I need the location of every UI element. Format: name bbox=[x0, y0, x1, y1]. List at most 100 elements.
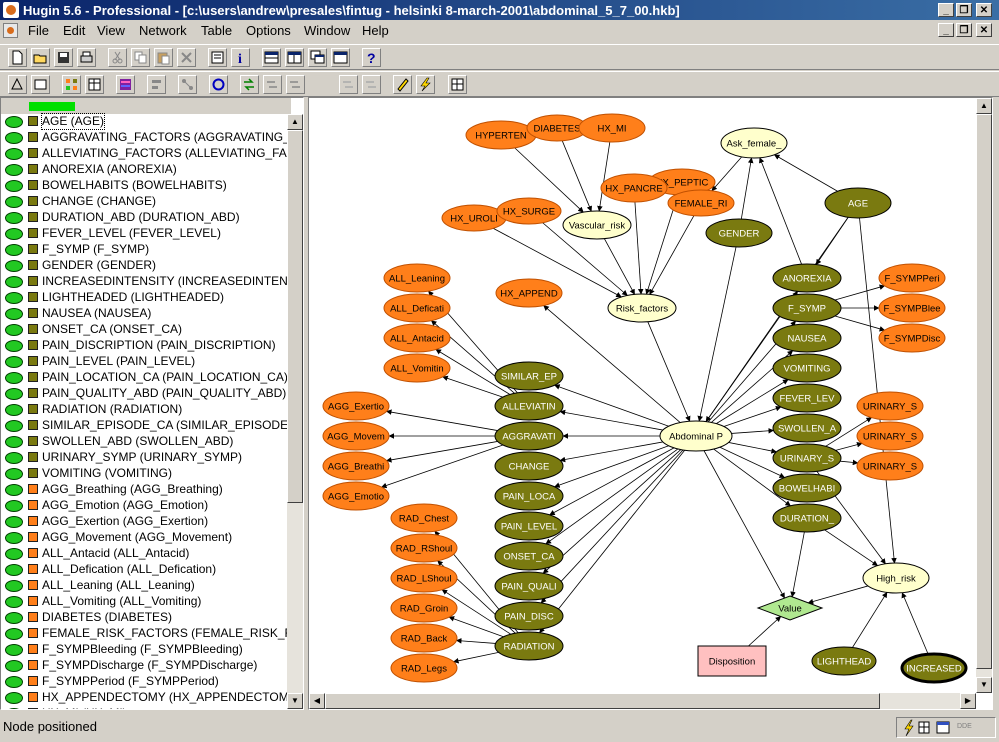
pencil-button[interactable] bbox=[393, 75, 412, 94]
lightning-button[interactable] bbox=[416, 75, 435, 94]
node-list-item[interactable]: RADIATION (RADIATION) bbox=[1, 402, 287, 418]
monitor-bead-icon[interactable] bbox=[5, 356, 23, 368]
monitor-bead-icon[interactable] bbox=[5, 452, 23, 464]
network-node-nausea[interactable]: NAUSEA bbox=[772, 323, 842, 353]
monitor-bead-icon[interactable] bbox=[5, 516, 23, 528]
network-node-vomiting[interactable]: VOMITING bbox=[772, 353, 842, 383]
network-node-anorexia[interactable]: ANOREXIA bbox=[772, 263, 842, 293]
network-node-aggexertio[interactable]: AGG_Exertio bbox=[322, 391, 390, 421]
em-learn-button[interactable] bbox=[339, 75, 358, 94]
help-button[interactable]: ? bbox=[362, 48, 381, 67]
close-button[interactable]: ✕ bbox=[976, 3, 992, 17]
doc-close-button[interactable]: ✕ bbox=[976, 23, 992, 37]
node-list-item[interactable]: PAIN_QUALITY_ABD (PAIN_QUALITY_ABD) bbox=[1, 386, 287, 402]
network-node-painloca[interactable]: PAIN_LOCA bbox=[494, 481, 564, 511]
monitor-bead-icon[interactable] bbox=[5, 420, 23, 432]
hugin-app-icon[interactable] bbox=[3, 2, 19, 18]
monitor-bead-icon[interactable] bbox=[5, 484, 23, 496]
monitor-bead-icon[interactable] bbox=[5, 212, 23, 224]
menu-network[interactable]: Network bbox=[139, 23, 187, 38]
canvas-vertical-scrollbar[interactable]: ▲ ▼ bbox=[976, 98, 992, 693]
network-node-urinary[interactable]: URINARY_S bbox=[772, 443, 842, 473]
network-node-aggbreathi[interactable]: AGG_Breathi bbox=[322, 451, 390, 481]
network-node-abdominal[interactable]: Abdominal P bbox=[659, 420, 733, 452]
network-node-hxappend[interactable]: HX_APPEND bbox=[495, 278, 563, 308]
network-node-radback[interactable]: RAD_Back bbox=[390, 623, 458, 653]
network-node-urin3[interactable]: URINARY_S bbox=[856, 451, 924, 481]
network-node-allantacid[interactable]: ALL_Antacid bbox=[383, 323, 451, 353]
network-node-change[interactable]: CHANGE bbox=[494, 451, 564, 481]
network-node-paindisc[interactable]: PAIN_DISC bbox=[494, 601, 564, 631]
copy-button[interactable] bbox=[131, 48, 150, 67]
node-list-item[interactable]: AGG_Breathing (AGG_Breathing) bbox=[1, 482, 287, 498]
menu-window[interactable]: Window bbox=[304, 23, 351, 38]
node-list-item[interactable]: AGGRAVATING_FACTORS (AGGRAVATING_FA bbox=[1, 130, 303, 146]
monitor-button[interactable] bbox=[116, 75, 135, 94]
monitor-bead-icon[interactable] bbox=[5, 612, 23, 624]
network-node-femaleri[interactable]: FEMALE_RI bbox=[667, 189, 735, 217]
monitor-bead-icon[interactable] bbox=[5, 324, 23, 336]
node-list-button[interactable] bbox=[62, 75, 81, 94]
monitor-bead-icon[interactable] bbox=[5, 244, 23, 256]
node-list-item[interactable]: AGE (AGE) bbox=[1, 113, 287, 130]
node-list-item[interactable]: INCREASEDINTENSITY (INCREASEDINTENSIT bbox=[1, 274, 303, 290]
compile-button[interactable] bbox=[8, 75, 27, 94]
network-node-bowelhab[interactable]: BOWELHABI bbox=[772, 473, 842, 503]
layout-vertical-button[interactable] bbox=[285, 48, 304, 67]
network-node-feverlev[interactable]: FEVER_LEV bbox=[772, 383, 842, 413]
scroll-down-button[interactable]: ▼ bbox=[287, 693, 303, 709]
table-button[interactable] bbox=[85, 75, 104, 94]
monitor-bead-icon[interactable] bbox=[5, 532, 23, 544]
monitor-bead-icon[interactable] bbox=[5, 708, 23, 709]
paste-button[interactable] bbox=[154, 48, 173, 67]
network-node-age[interactable]: AGE bbox=[824, 187, 892, 219]
delete-button[interactable] bbox=[177, 48, 196, 67]
node-list-item[interactable]: GENDER (GENDER) bbox=[1, 258, 287, 274]
node-list-item[interactable]: CHANGE (CHANGE) bbox=[1, 194, 287, 210]
print-network-button[interactable] bbox=[31, 75, 50, 94]
node-list-item[interactable]: DIABETES (DIABETES) bbox=[1, 610, 287, 626]
node-list-item[interactable]: AGG_Movement (AGG_Movement) bbox=[1, 530, 287, 546]
layout-auto-button[interactable] bbox=[178, 75, 197, 94]
network-node-radlshoul[interactable]: RAD_LShoul bbox=[390, 563, 458, 593]
node-list-item[interactable]: DURATION_ABD (DURATION_ABD) bbox=[1, 210, 287, 226]
monitor-bead-icon[interactable] bbox=[5, 180, 23, 192]
monitor-bead-icon[interactable] bbox=[5, 388, 23, 400]
monitor-bead-icon[interactable] bbox=[5, 404, 23, 416]
layout-cascade-button[interactable] bbox=[308, 48, 327, 67]
node-list-item[interactable]: PAIN_LEVEL (PAIN_LEVEL) bbox=[1, 354, 287, 370]
menu-table[interactable]: Table bbox=[201, 23, 233, 38]
new-button[interactable] bbox=[8, 48, 27, 67]
node-list-item[interactable]: PAIN_DISCRIPTION (PAIN_DISCRIPTION) bbox=[1, 338, 287, 354]
canvas-vscroll-thumb[interactable] bbox=[976, 114, 992, 669]
canvas-scroll-down[interactable]: ▼ bbox=[976, 677, 992, 693]
network-node-painquali[interactable]: PAIN_QUALI bbox=[494, 571, 564, 601]
network-node-hxsurge[interactable]: HX_SURGE bbox=[496, 197, 562, 225]
properties-button[interactable] bbox=[208, 48, 227, 67]
network-node-fsympdisc[interactable]: F_SYMPDisc bbox=[878, 323, 946, 353]
monitor-bead-icon[interactable] bbox=[5, 132, 23, 144]
network-node-aggravati[interactable]: AGGRAVATI bbox=[494, 421, 564, 451]
network-node-aggemotio[interactable]: AGG_Emotio bbox=[322, 481, 390, 511]
window-title-bar[interactable]: Hugin 5.6 - Professional - [c:\users\and… bbox=[0, 0, 999, 20]
node-list-item[interactable]: ALL_Antacid (ALL_Antacid) bbox=[1, 546, 287, 562]
monitor-bead-icon[interactable] bbox=[5, 548, 23, 560]
network-node-duration[interactable]: DURATION_ bbox=[772, 503, 842, 533]
network-node-hyperten[interactable]: HYPERTEN bbox=[465, 120, 537, 150]
network-node-lighthead[interactable]: LIGHTHEAD bbox=[811, 646, 877, 676]
node-list-item[interactable]: ALL_Leaning (ALL_Leaning) bbox=[1, 578, 287, 594]
sum-propagate-button[interactable] bbox=[240, 75, 259, 94]
node-list-item[interactable]: FEVER_LEVEL (FEVER_LEVEL) bbox=[1, 226, 287, 242]
network-node-aggmovem[interactable]: AGG_Movem bbox=[322, 421, 390, 451]
open-button[interactable] bbox=[31, 48, 50, 67]
network-node-diabetes[interactable]: DIABETES bbox=[526, 114, 588, 142]
node-list-item[interactable]: ONSET_CA (ONSET_CA) bbox=[1, 322, 287, 338]
scroll-up-button[interactable]: ▲ bbox=[287, 114, 303, 130]
network-node-allleaning[interactable]: ALL_Leaning bbox=[383, 263, 451, 293]
cut-button[interactable] bbox=[108, 48, 127, 67]
node-list-item[interactable]: HX_MI (HX_MI) bbox=[1, 706, 287, 709]
grid-button[interactable] bbox=[448, 75, 467, 94]
network-node-vascular[interactable]: Vascular_risk bbox=[562, 210, 632, 240]
node-list-item[interactable]: ANOREXIA (ANOREXIA) bbox=[1, 162, 287, 178]
node-list-item[interactable]: F_SYMP (F_SYMP) bbox=[1, 242, 287, 258]
